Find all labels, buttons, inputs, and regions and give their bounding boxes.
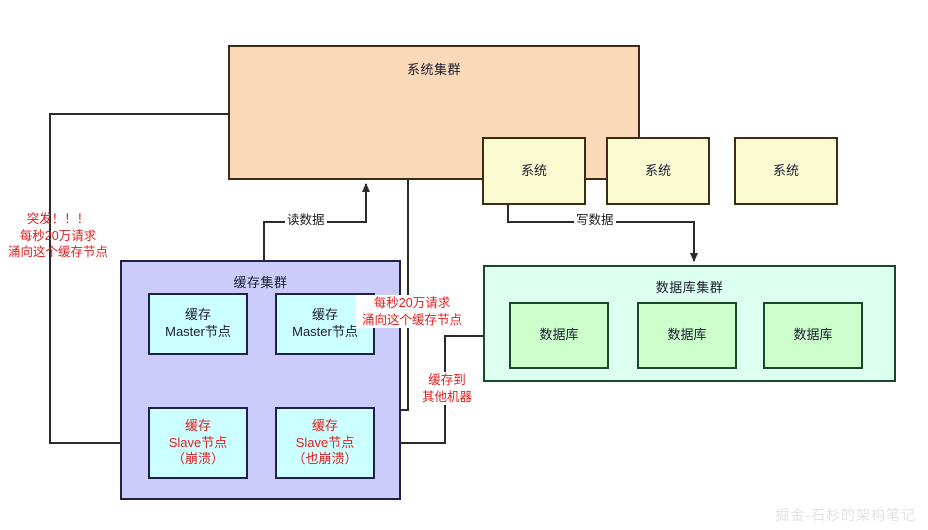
database-cluster-title: 数据库集群 [655, 280, 724, 295]
database-node[interactable]: 数据库 [763, 302, 863, 369]
cache-master-label-line2: Master节点 [165, 324, 231, 339]
cache-slave-status: （也崩溃） [292, 451, 358, 467]
cache-slave-status: （崩溃） [171, 451, 224, 467]
system-node[interactable]: 系统 [482, 137, 586, 205]
cache-replication-annotation: 缓存到 其他机器 [413, 372, 481, 405]
cache-master-label-line1: 缓存 [311, 307, 338, 323]
burst-traffic-annotation: 突发！！！ 每秒20万请求 涌向这个缓存节点 [7, 212, 108, 259]
surge-traffic-annotation: 每秒20万请求 涌向这个缓存节点 [356, 295, 468, 328]
read-data-label: 读数据 [285, 212, 327, 229]
system-cluster: 系统集群 系统 系统 系统 [228, 45, 838, 205]
write-data-label: 写数据 [574, 212, 616, 229]
cache-master-label-line1: 缓存 [184, 307, 211, 323]
cache-cluster-title: 缓存集群 [233, 275, 288, 290]
database-node[interactable]: 数据库 [637, 302, 737, 369]
cache-slave-node[interactable]: 缓存 Slave节点 （崩溃） [148, 407, 248, 479]
watermark: 掘金-石杉的架构笔记 [775, 507, 916, 523]
cache-master-label-line2: Master节点 [292, 324, 358, 339]
cache-slave-label-line2: Slave节点 [295, 434, 355, 450]
cache-slave-label-line1: 缓存 [311, 417, 338, 433]
cache-master-node[interactable]: 缓存 Master节点 [148, 293, 248, 355]
cache-slave-label-line2: Slave节点 [168, 434, 228, 450]
system-cluster-title: 系统集群 [406, 62, 461, 77]
database-node[interactable]: 数据库 [509, 302, 609, 369]
cache-slave-label-line1: 缓存 [184, 417, 211, 433]
system-node[interactable]: 系统 [606, 137, 710, 205]
system-node[interactable]: 系统 [734, 137, 838, 205]
cache-slave-node[interactable]: 缓存 Slave节点 （也崩溃） [275, 407, 375, 479]
